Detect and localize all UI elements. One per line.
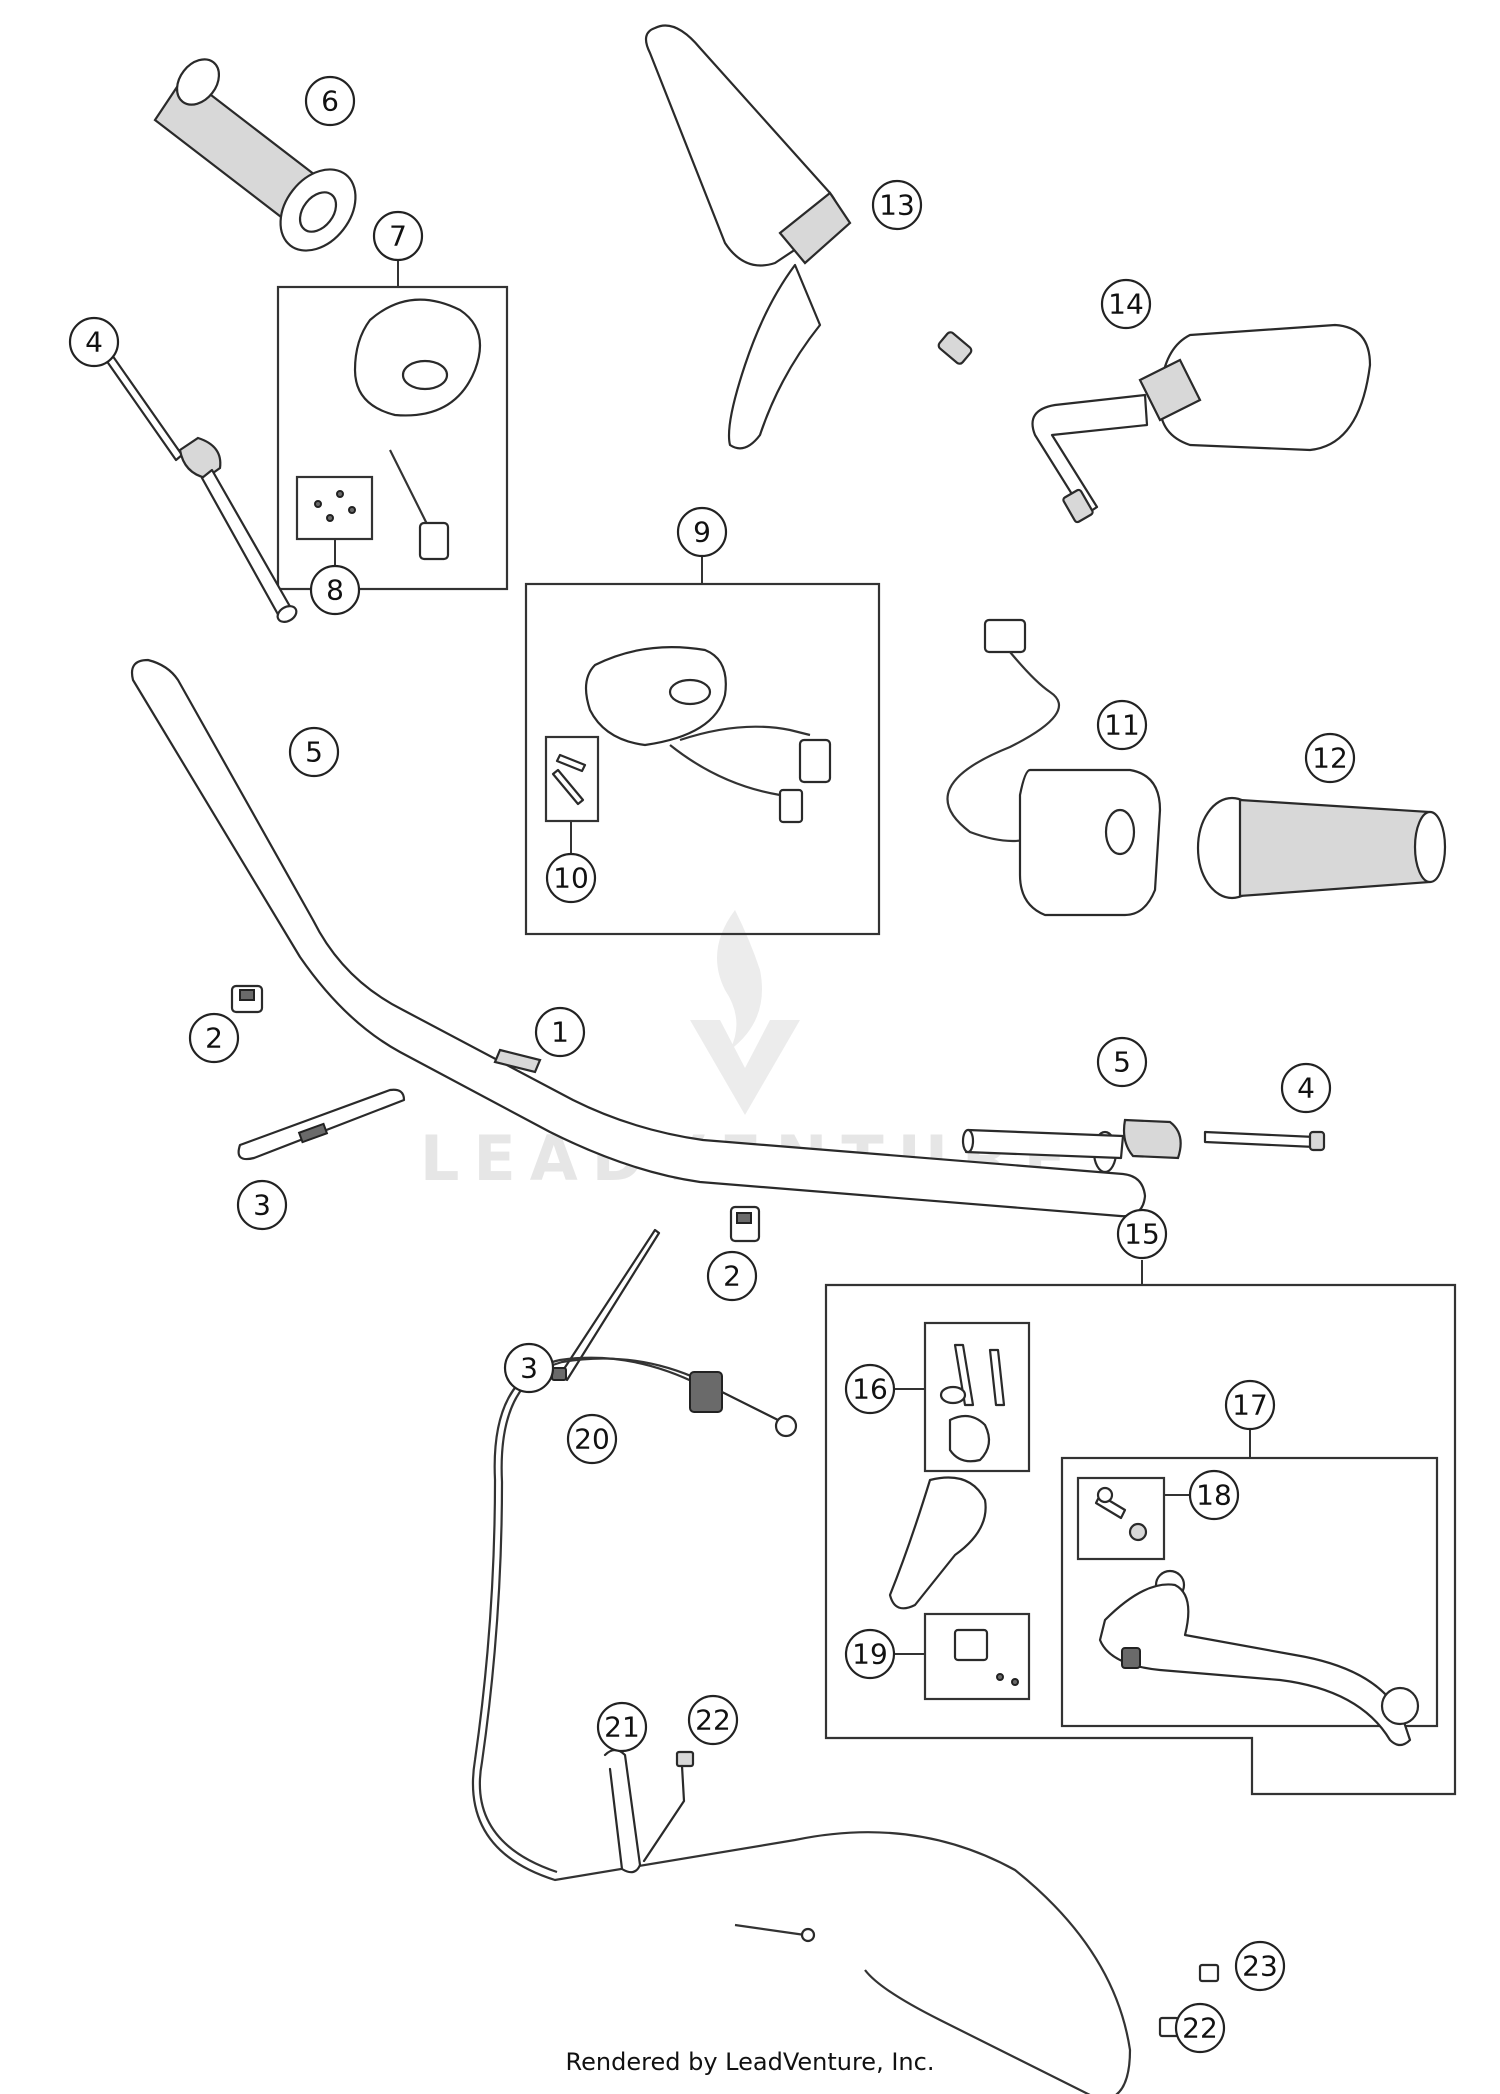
svg-text:4: 4 — [1297, 1072, 1315, 1105]
svg-text:2: 2 — [723, 1260, 741, 1293]
callouts: 6 7 8 4 5 9 10 11 12 13 14 2 1 5 4 3 2 3… — [68, 75, 1356, 2054]
callout-3: 3 — [236, 1179, 288, 1231]
callout-17: 17 — [1224, 1379, 1276, 1431]
clutch-switch-kit — [953, 1628, 1019, 1686]
callout-10: 10 — [545, 852, 597, 904]
callout-16: 16 — [844, 1363, 896, 1415]
svg-text:22: 22 — [1182, 2012, 1218, 2045]
callout-1: 1 — [534, 1006, 586, 1058]
callout-21: 21 — [596, 1701, 648, 1753]
svg-text:20: 20 — [574, 1423, 610, 1456]
svg-text:11: 11 — [1104, 709, 1140, 742]
svg-text:3: 3 — [520, 1352, 538, 1385]
svg-text:3: 3 — [253, 1189, 271, 1222]
callout-5b: 5 — [1096, 1036, 1148, 1088]
bar-end-right — [961, 1118, 1326, 1160]
callout-8: 8 — [309, 564, 361, 616]
svg-text:2: 2 — [205, 1022, 223, 1055]
callout-3b: 3 — [503, 1342, 555, 1394]
svg-text:18: 18 — [1196, 1479, 1232, 1512]
svg-text:5: 5 — [1113, 1046, 1131, 1079]
callout-2b: 2 — [706, 1250, 758, 1302]
svg-text:22: 22 — [695, 1704, 731, 1737]
grip-right — [1196, 796, 1447, 900]
mirror-left — [644, 24, 973, 450]
clutch-lever — [1098, 1569, 1420, 1747]
grip-left — [153, 58, 357, 252]
handlebar-clamp-bottom — [729, 1205, 761, 1243]
clutch-cable — [471, 1356, 1132, 2094]
svg-text:6: 6 — [321, 85, 339, 118]
callout-22b: 22 — [1174, 2002, 1226, 2054]
cable-guide-screw — [642, 1750, 695, 1863]
handlebar-clamp-left — [230, 984, 264, 1014]
svg-text:23: 23 — [1242, 1950, 1278, 1983]
left-handlebar-switch — [353, 298, 482, 561]
svg-text:4: 4 — [85, 326, 103, 359]
svg-text:12: 12 — [1312, 742, 1348, 775]
heated-grip-switch — [946, 618, 1162, 917]
callout-6: 6 — [304, 75, 356, 127]
callout-20: 20 — [566, 1413, 618, 1465]
svg-text:15: 15 — [1124, 1218, 1160, 1251]
svg-text:10: 10 — [553, 862, 589, 895]
callout-13: 13 — [871, 179, 923, 231]
adjuster-kit-frame — [1076, 1476, 1166, 1561]
callout-14: 14 — [1100, 278, 1152, 330]
svg-text:17: 17 — [1232, 1389, 1268, 1422]
callout-9: 9 — [676, 506, 728, 558]
cable-guide — [603, 1748, 642, 1874]
clamp-screws-frame — [923, 1321, 1031, 1473]
callout-23: 23 — [1234, 1940, 1286, 1992]
callout-18: 18 — [1188, 1469, 1240, 1521]
bar-end-left — [104, 353, 298, 623]
mirror-right — [1031, 323, 1372, 524]
cable-tie — [551, 1228, 661, 1382]
callout-11: 11 — [1096, 699, 1148, 751]
screw-kit — [314, 490, 356, 522]
clutch-lever-assembly-frame — [824, 1283, 1457, 1796]
callout-15: 15 — [1116, 1208, 1168, 1260]
lever-adjuster — [1094, 1486, 1148, 1542]
svg-text:8: 8 — [326, 574, 344, 607]
svg-text:13: 13 — [879, 189, 915, 222]
lever-clamp-screws — [939, 1343, 1006, 1463]
callout-19: 19 — [844, 1628, 896, 1680]
callout-4b: 4 — [1280, 1062, 1332, 1114]
switch-kit-frame — [923, 1612, 1031, 1701]
switch-assembly-frame — [276, 285, 509, 591]
svg-text:5: 5 — [305, 736, 323, 769]
callout-7: 7 — [372, 210, 424, 262]
cable-strap — [237, 1088, 406, 1161]
svg-text:14: 14 — [1108, 288, 1144, 321]
lever-kit-frame — [1060, 1456, 1439, 1728]
svg-text:9: 9 — [693, 516, 711, 549]
callout-22: 22 — [687, 1694, 739, 1746]
svg-text:7: 7 — [389, 220, 407, 253]
callout-5: 5 — [288, 726, 340, 778]
screw-kit-right-frame — [544, 735, 600, 823]
svg-text:16: 16 — [852, 1373, 888, 1406]
callout-4: 4 — [68, 316, 120, 368]
right-handlebar-switch — [584, 646, 832, 824]
svg-text:19: 19 — [852, 1638, 888, 1671]
callout-12: 12 — [1304, 732, 1356, 784]
rendered-by-credit: Rendered by LeadVenture, Inc. — [565, 2048, 935, 2076]
nut-bottom — [1198, 1963, 1220, 1983]
callout-2: 2 — [188, 1012, 240, 1064]
svg-text:1: 1 — [551, 1016, 569, 1049]
lever-bracket — [888, 1476, 987, 1610]
screw-kit-frame — [295, 475, 374, 541]
screw-kit-right — [551, 753, 587, 806]
svg-text:21: 21 — [604, 1711, 640, 1744]
